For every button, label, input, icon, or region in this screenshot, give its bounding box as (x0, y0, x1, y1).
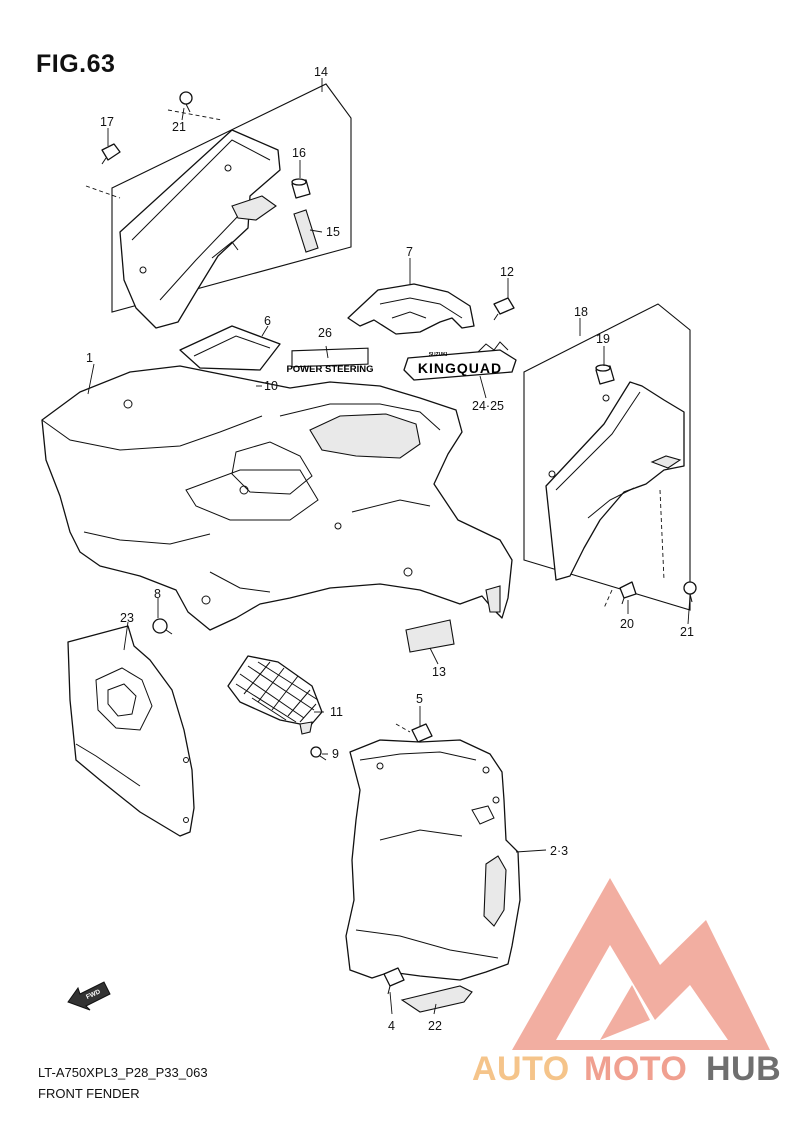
callout-21-top: 21 (172, 120, 186, 134)
figure-name: FRONT FENDER (38, 1086, 140, 1101)
callout-6: 6 (264, 314, 271, 328)
part-13-pad (405, 619, 455, 653)
callout-11: 11 (330, 705, 343, 719)
part-2-3-inner-fender (345, 739, 521, 981)
callout-26: 26 (318, 326, 332, 340)
leader-lines (87, 78, 691, 1015)
watermark-hub: HUB (706, 1050, 781, 1088)
watermark-auto: AUTO (472, 1050, 570, 1088)
part-7-center-cover (347, 283, 475, 335)
decal-24-25-kingquad: KINGQUAD SUZUKI (403, 341, 517, 381)
callout-4: 4 (388, 1019, 395, 1033)
callout-5: 5 (416, 692, 423, 706)
decal-text-kingquad: KINGQUAD (418, 360, 502, 376)
watermark-moto: MOTO (584, 1050, 687, 1088)
decal-text-power-steering: POWER STEERING (286, 364, 373, 375)
fwd-arrow-icon: FWD (67, 981, 111, 1011)
figure-model-code: LT-A750XPL3_P28_P33_063 (38, 1065, 208, 1080)
part-22-strip (400, 985, 473, 1013)
part-8-bolt (152, 618, 173, 635)
part-6-lid (179, 325, 281, 371)
callout-8: 8 (154, 587, 161, 601)
callout-18: 18 (574, 305, 588, 319)
part-21-bolt-right (683, 581, 697, 603)
callout-10: 10 (264, 379, 278, 393)
callout-2-3: 2·3 (550, 844, 568, 858)
callout-17: 17 (100, 115, 114, 129)
part-14-left-bracket-group (85, 83, 352, 329)
callout-21-right: 21 (680, 625, 694, 639)
part-9-screw (310, 746, 327, 761)
callout-22: 22 (428, 1019, 442, 1033)
part-23-mud-guard (67, 625, 195, 837)
part-21-bolt-top (179, 91, 193, 113)
callout-12: 12 (500, 265, 514, 279)
figure-title: FIG.63 (36, 50, 116, 78)
part-5-clip (395, 723, 433, 749)
decal-text-suzuki: SUZUKI (429, 352, 448, 358)
part-4-clip (383, 967, 405, 995)
callout-15: 15 (326, 225, 340, 239)
callout-9: 9 (332, 747, 339, 761)
callout-20: 20 (620, 617, 634, 631)
callout-labels: 14 17 21 16 15 7 12 6 26 1 10 24·25 18 1… (86, 65, 694, 1033)
callout-14: 14 (314, 65, 328, 79)
callout-19: 19 (596, 332, 610, 346)
callout-7: 7 (406, 245, 413, 259)
decal-26-power-steering: POWER STEERING (286, 347, 374, 375)
callout-24-25: 24·25 (472, 399, 504, 413)
part-12-clip (493, 297, 515, 321)
callout-1: 1 (86, 351, 93, 365)
watermark-text: AUTO MOTO HUB (472, 1050, 781, 1088)
part-1-front-fender (41, 365, 513, 631)
watermark-logo (512, 878, 770, 1050)
callout-16: 16 (292, 146, 306, 160)
callout-23: 23 (120, 611, 134, 625)
part-18-right-bracket-group (523, 303, 691, 611)
part-11-grille (227, 655, 323, 735)
callout-13: 13 (432, 665, 446, 679)
part-17-clip (101, 143, 121, 165)
part-20-clip (619, 581, 637, 605)
